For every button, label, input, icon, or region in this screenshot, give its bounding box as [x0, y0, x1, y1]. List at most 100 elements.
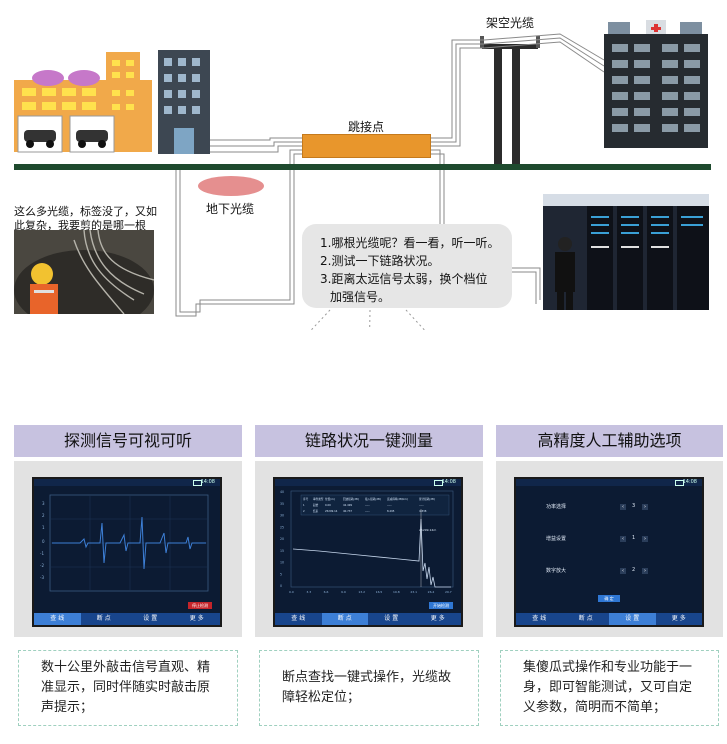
ground-line — [14, 164, 711, 170]
otdr-marker-label: 25299.14m — [419, 528, 436, 532]
scene-illustration: 跳接点 架空光缆 地下光缆 这么多光缆，标签没了，又如此复杂，我要剪的是哪一根呢… — [0, 0, 727, 330]
feature-title-3: 高精度人工辅助选项 — [496, 425, 723, 457]
telecom-building — [604, 20, 708, 148]
feature-title-2: 链路状况一键测量 — [255, 425, 483, 457]
otdr-table-cell: 4.838 — [419, 509, 427, 513]
otdr-y-tick: 35 — [280, 502, 284, 506]
otdr-table-cell: 结束 — [313, 509, 319, 513]
nav-tab-trace[interactable]: 查 线 — [34, 613, 81, 625]
increase-button[interactable]: › — [642, 504, 648, 510]
otdr-y-tick: 10 — [280, 561, 284, 565]
otdr-table-cell: 25299.14 — [325, 509, 338, 513]
feature-description-2: 断点查找一键式操作，光缆故障轻松定位； — [259, 650, 479, 726]
otdr-table-cell: ----- — [419, 504, 424, 507]
nav-tab-trace[interactable]: 查 线 — [532, 615, 547, 622]
feature-description-3: 集傻瓜式操作和专业功能于一身，即可智能测试，又可自定义参数，简明而不简单； — [500, 650, 719, 726]
svg-text:-3: -3 — [40, 575, 44, 580]
nav-tab-settings[interactable]: 设 置 — [384, 615, 399, 622]
otdr-table-cell: 8.295 — [387, 509, 395, 513]
status-bar: 14:08 — [275, 479, 461, 486]
otdr-table-header: 事件类型 — [313, 497, 324, 501]
otdr-y-tick: 20 — [280, 537, 284, 541]
bottom-nav: 查 线 断 点 设 置 更 多 — [275, 613, 461, 625]
splice-box — [302, 134, 431, 158]
otdr-y-tick: 5 — [280, 572, 282, 576]
setting-label: 功率选择 — [546, 504, 567, 510]
nav-tab-breakpoint[interactable]: 断 点 — [321, 613, 368, 625]
otdr-x-tick: 6.6 — [324, 590, 329, 594]
battery-icon — [675, 480, 684, 486]
nav-tab-more[interactable]: 更 多 — [671, 615, 686, 622]
otdr-y-tick: 25 — [280, 525, 284, 529]
aerial-cable-label: 架空光缆 — [486, 16, 535, 30]
setting-value: 3 — [632, 503, 636, 509]
nav-tab-breakpoint[interactable]: 断 点 — [96, 615, 111, 622]
otdr-table-header: 位置(m) — [325, 497, 335, 501]
setting-value: 1 — [632, 535, 636, 541]
svg-text:1: 1 — [42, 525, 45, 530]
nav-tab-settings[interactable]: 设 置 — [609, 613, 656, 625]
otdr-x-tick: 9.9 — [341, 590, 346, 594]
otdr-x-tick: 26.4 — [428, 590, 435, 594]
nav-tab-trace[interactable]: 查 线 — [291, 615, 306, 622]
decrease-button[interactable]: ‹ — [620, 568, 626, 574]
svg-text:-2: -2 — [40, 563, 44, 568]
otdr-x-tick: 23.1 — [410, 590, 417, 594]
otdr-y-tick: 40 — [280, 490, 284, 494]
confirm-button[interactable]: 确 定 — [598, 595, 620, 602]
nav-tab-breakpoint[interactable]: 断 点 — [578, 615, 593, 622]
status-bar: 14:08 — [34, 479, 220, 486]
otdr-table-header: 插入损耗(dB) — [365, 497, 381, 501]
stop-detection-button[interactable]: 停止检测 — [188, 602, 212, 609]
increase-button[interactable]: › — [642, 536, 648, 542]
otdr-x-tick: 13.2 — [358, 590, 365, 594]
otdr-table-cell: 2 — [303, 509, 305, 513]
otdr-x-tick: 19.8 — [393, 590, 400, 594]
otdr-table-cell: 42.499 — [343, 503, 352, 507]
bubble-line-3: 3.距离太远信号太弱，换个档位 — [320, 272, 488, 286]
feature-panel-3: 14:08 功率选择 ‹ 3 › 增益设置 ‹ 1 › 数字放大 ‹ 2 › 确… — [496, 461, 723, 637]
setting-row-gain: 增益设置 ‹ 1 › — [546, 535, 686, 545]
battery-icon — [434, 480, 443, 486]
otdr-table-cell: 起始 — [313, 503, 319, 507]
server-room-photo — [543, 194, 709, 310]
otdr-table-cell: ----- — [365, 504, 370, 507]
setting-label: 数字放大 — [546, 568, 567, 574]
setting-row-power: 功率选择 ‹ 3 › — [546, 503, 686, 513]
battery-icon — [193, 480, 202, 486]
splice-point-label: 跳接点 — [348, 120, 385, 134]
speech-bubble — [302, 224, 512, 308]
feature-description-1: 数十公里外敲击信号直观、精准显示，同时伴随实时敲击原声提示； — [18, 650, 238, 726]
svg-text:2: 2 — [42, 513, 45, 518]
underground-pipe — [198, 176, 264, 196]
bottom-nav: 查 线 断 点 设 置 更 多 — [516, 613, 702, 625]
nav-tab-more[interactable]: 更 多 — [430, 615, 445, 622]
setting-label: 增益设置 — [546, 536, 567, 542]
otdr-table-cell: 1 — [303, 503, 305, 507]
start-detection-button[interactable]: 开始检测 — [429, 602, 453, 609]
otdr-table-header: 回波损耗(dB) — [343, 497, 359, 501]
svg-text:-1: -1 — [40, 551, 44, 556]
decrease-button[interactable]: ‹ — [620, 504, 626, 510]
otdr-x-tick: 16.5 — [376, 590, 383, 594]
decrease-button[interactable]: ‹ — [620, 536, 626, 542]
underground-cable-label: 地下光缆 — [206, 202, 255, 216]
otdr-x-tick: 29.7 — [445, 590, 452, 594]
nav-tab-settings[interactable]: 设 置 — [143, 615, 158, 622]
svg-text:3: 3 — [42, 501, 45, 506]
nav-tab-more[interactable]: 更 多 — [189, 615, 204, 622]
clock: 14:08 — [200, 479, 215, 485]
factory-building — [14, 52, 152, 153]
clock: 14:08 — [441, 479, 456, 485]
otdr-table-header: 累计损耗(dB) — [419, 497, 435, 501]
status-bar: 14:08 — [516, 479, 702, 486]
otdr-y-tick: 0 — [280, 584, 282, 588]
otdr-table-cell: ----- — [365, 510, 370, 513]
increase-button[interactable]: › — [642, 568, 648, 574]
